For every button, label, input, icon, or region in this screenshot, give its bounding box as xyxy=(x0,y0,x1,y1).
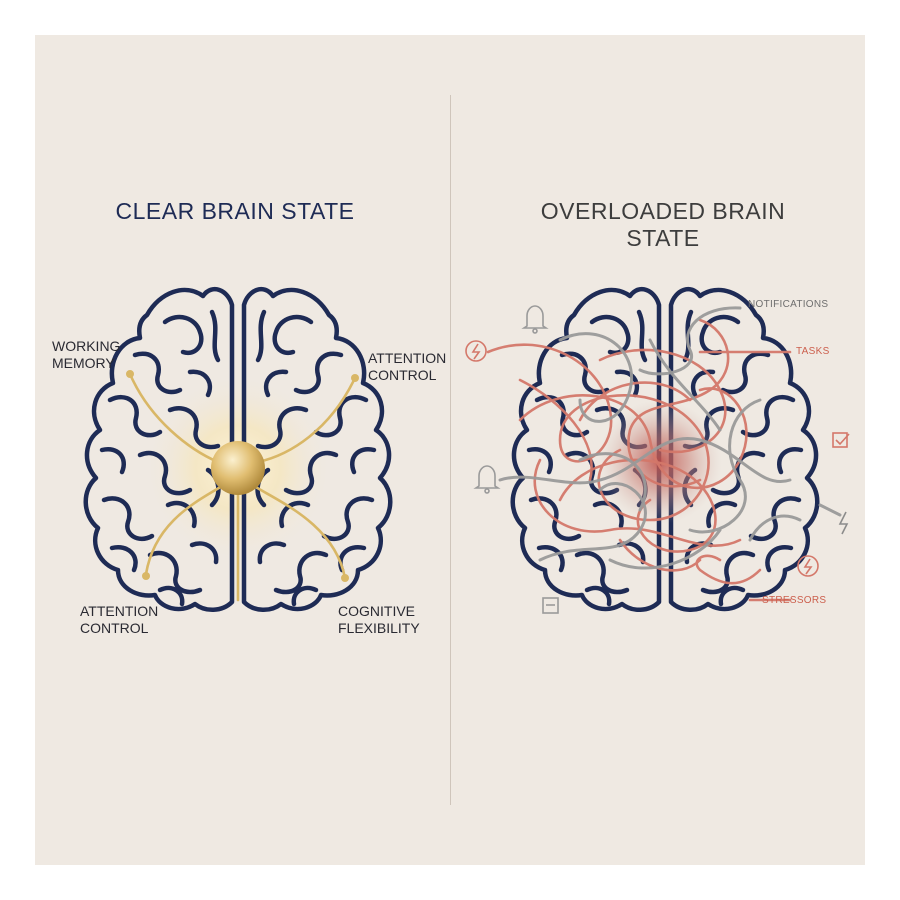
minus-box-icon xyxy=(542,597,559,614)
clear-brain xyxy=(86,289,391,610)
attention-control-label-bottom: ATTENTION CONTROL xyxy=(80,603,159,636)
bell-icon xyxy=(521,305,549,334)
attention-control-label-top: ATTENTION CONTROL xyxy=(368,350,447,383)
checkbox-icon xyxy=(832,432,850,448)
overloaded-brain-title: OVERLOADED BRAIN STATE xyxy=(540,198,786,251)
tasks-label: TASKS xyxy=(796,346,830,357)
lightning-icon xyxy=(838,511,849,535)
cognitive-flexibility-label: COGNITIVE FLEXIBILITY xyxy=(338,603,420,636)
focus-orb xyxy=(211,441,265,495)
clear-brain-title: CLEAR BRAIN STATE xyxy=(115,198,355,224)
working-memory-label: WORKING MEMORY xyxy=(52,338,121,371)
stressors-label: STRESSORS xyxy=(762,595,827,606)
lightning-icon xyxy=(797,555,819,577)
bell-icon xyxy=(473,465,501,494)
center-divider xyxy=(450,95,451,805)
overloaded-brain xyxy=(465,289,850,614)
lightning-icon xyxy=(465,340,487,362)
notifications-label: NOTIFICATIONS xyxy=(748,299,829,310)
